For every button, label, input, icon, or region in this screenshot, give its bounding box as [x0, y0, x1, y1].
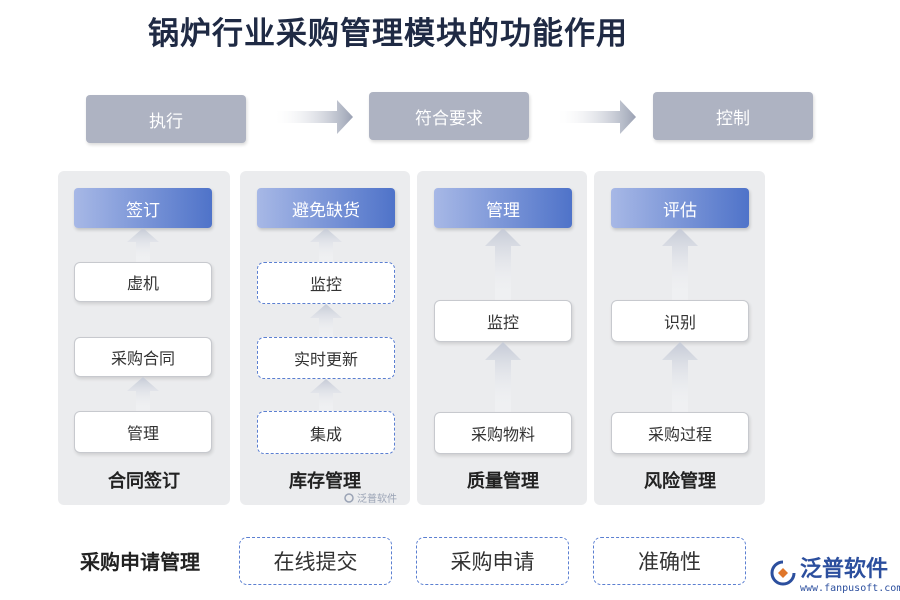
panel-item-virtual: 虚机	[74, 262, 212, 302]
logo-name: 泛普软件	[800, 557, 889, 582]
panel-item-materials: 采购物料	[434, 412, 572, 454]
right-arrow-icon	[558, 100, 636, 134]
up-arrow-icon	[310, 379, 342, 411]
flow-box-compliance: 符合要求	[369, 92, 529, 140]
panel-label-contract: 合同签订	[108, 471, 180, 492]
logo-mark-icon	[344, 492, 354, 503]
panel-item-contract: 采购合同	[74, 337, 212, 377]
up-arrow-icon	[662, 342, 698, 412]
panel-item-process: 采购过程	[611, 412, 749, 454]
right-arrow-icon	[275, 100, 353, 134]
up-arrow-icon	[127, 377, 159, 411]
brand-logo: 泛普软件 www.fanpusoft.com	[770, 551, 900, 594]
flow-box-control: 控制	[653, 92, 813, 140]
panel-label-risk: 风险管理	[644, 471, 716, 492]
panel-head-avoid-shortage: 避免缺货	[257, 188, 395, 228]
flow-box-execute: 执行	[86, 95, 246, 143]
panel-item-manage: 管理	[74, 411, 212, 453]
panel-head-sign: 签订	[74, 188, 212, 228]
bottom-item-online-submit: 在线提交	[239, 537, 392, 585]
bottom-item-purchase-request: 采购申请	[416, 537, 569, 585]
up-arrow-icon	[485, 228, 521, 300]
up-arrow-icon	[662, 228, 698, 300]
bottom-label: 采购申请管理	[80, 550, 200, 574]
panel-item-monitor: 监控	[434, 300, 572, 342]
panel-item-realtime-update: 实时更新	[257, 337, 395, 379]
watermark: 泛普软件	[344, 490, 397, 505]
logo-url: www.fanpusoft.com	[800, 583, 900, 594]
panel-head-evaluate: 评估	[611, 188, 749, 228]
panel-head-manage: 管理	[434, 188, 572, 228]
up-arrow-icon	[127, 228, 159, 262]
page-title: 锅炉行业采购管理模块的功能作用	[148, 16, 628, 52]
logo-mark-icon	[770, 560, 796, 585]
up-arrow-icon	[485, 342, 521, 412]
watermark-text: 泛普软件	[357, 494, 397, 505]
panel-label-inventory: 库存管理	[289, 471, 361, 492]
bottom-item-accuracy: 准确性	[593, 537, 746, 585]
up-arrow-icon	[310, 228, 342, 262]
panel-label-quality: 质量管理	[467, 471, 539, 492]
up-arrow-icon	[310, 304, 342, 338]
panel-item-identify: 识别	[611, 300, 749, 342]
panel-item-monitor: 监控	[257, 262, 395, 304]
panel-item-integration: 集成	[257, 411, 395, 454]
